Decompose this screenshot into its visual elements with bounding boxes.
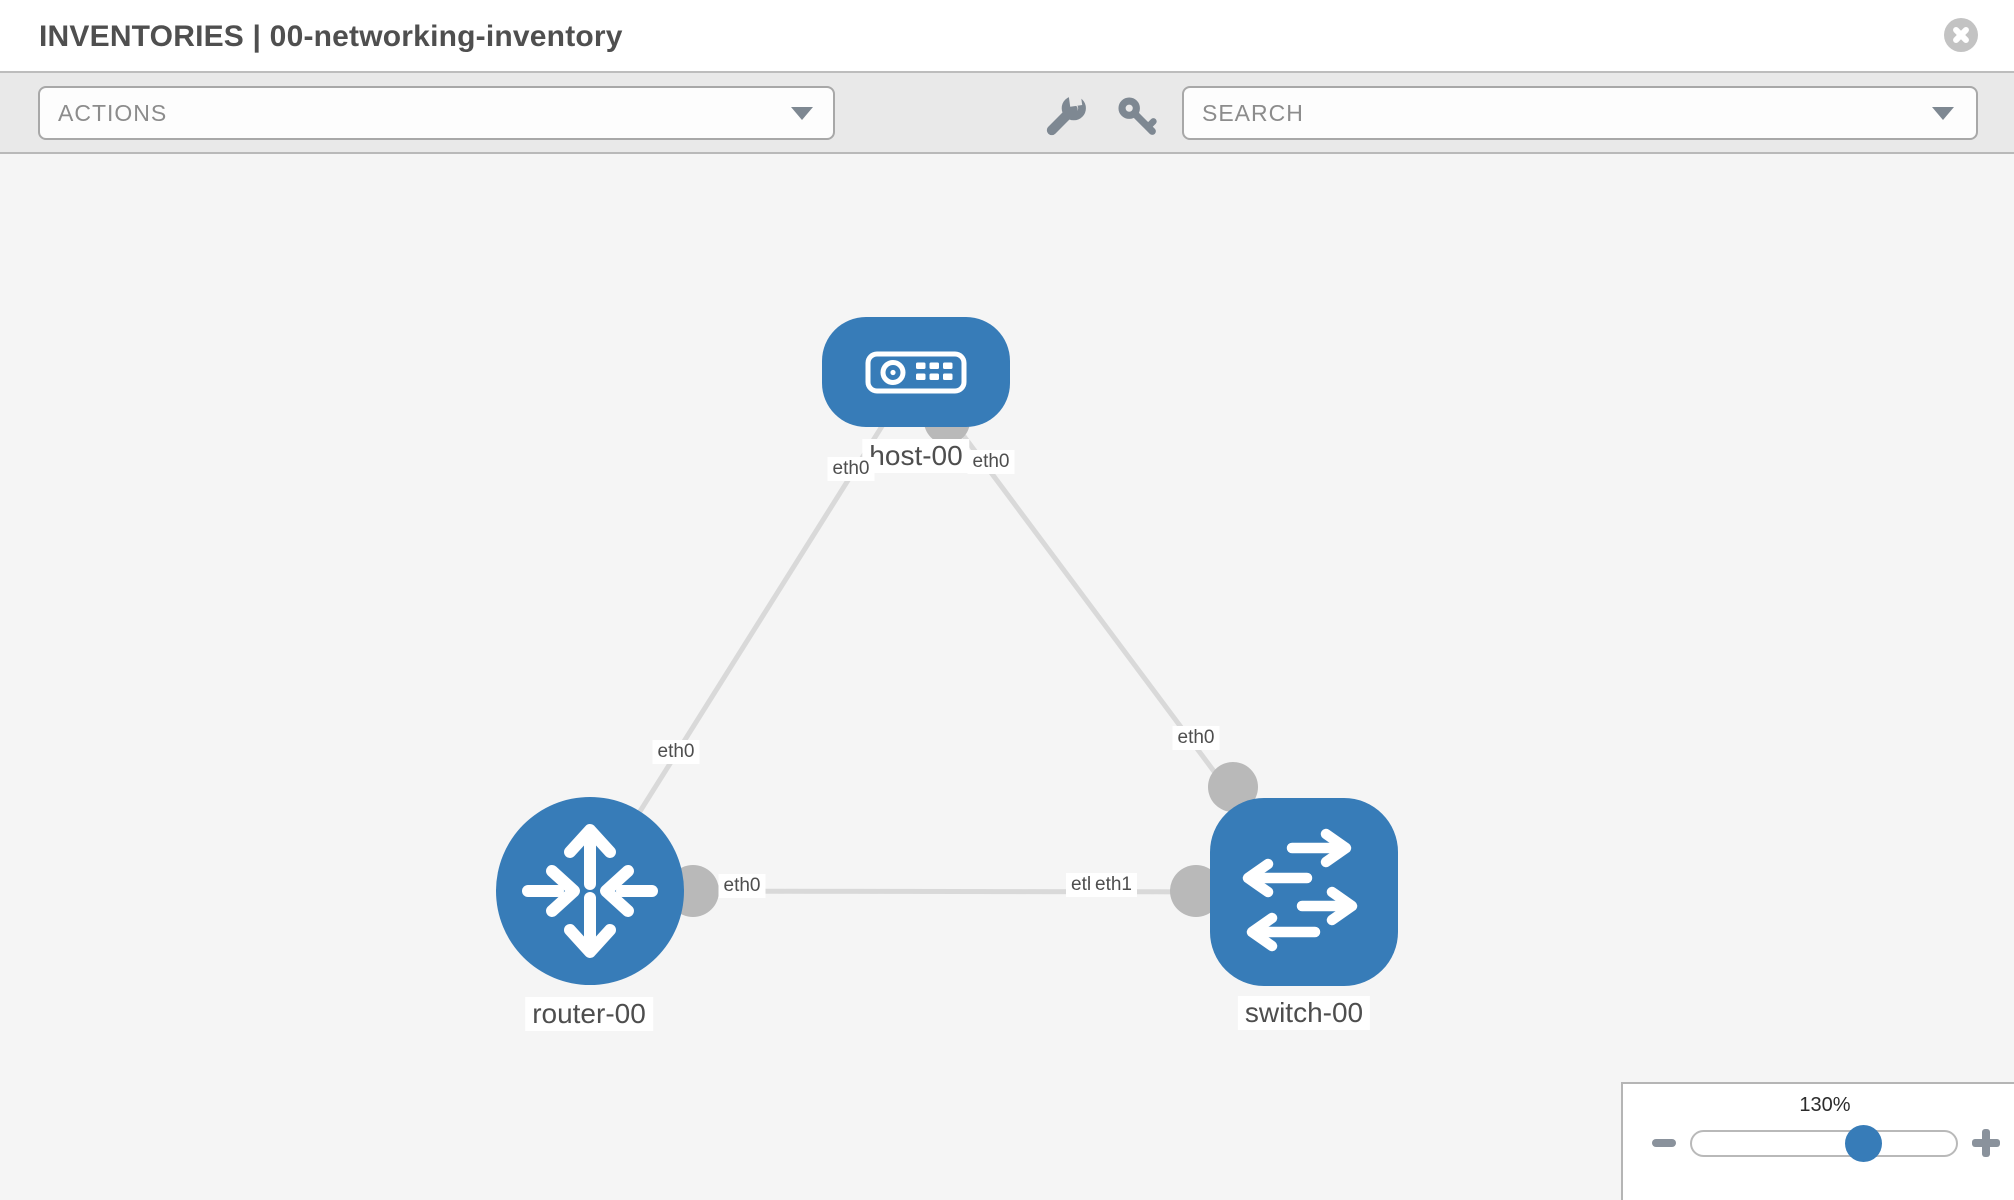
actions-dropdown[interactable]: ACTIONS <box>38 86 835 140</box>
iface-label-host-router-src: eth0 <box>827 457 875 481</box>
wrench-icon <box>1046 95 1086 136</box>
actions-dropdown-label: ACTIONS <box>58 100 168 126</box>
iface-label-router-switch-src: eth0 <box>718 874 766 898</box>
zoom-slider-handle[interactable] <box>1845 1125 1882 1162</box>
key-icon <box>1118 97 1157 135</box>
port-switch-eth0 <box>1208 762 1258 812</box>
chevron-down-icon <box>791 107 813 120</box>
iface-label-router-switch-tgt: eth1 <box>1090 873 1137 897</box>
iface-label-host-router-tgt: eth0 <box>652 740 700 764</box>
topology-svg <box>496 317 1398 986</box>
iface-label-host-switch-tgt: eth0 <box>1172 726 1220 750</box>
page-title: INVENTORIES | 00-networking-inventory <box>39 20 623 53</box>
node-label-host: host-00 <box>862 439 970 473</box>
key-button[interactable] <box>1116 95 1160 139</box>
wrench-button[interactable] <box>1043 95 1087 139</box>
node-host[interactable] <box>822 317 1010 427</box>
node-switch[interactable] <box>1210 798 1398 986</box>
node-label-router: router-00 <box>525 997 653 1031</box>
header: INVENTORIES | 00-networking-inventory <box>0 0 2014 71</box>
search-dropdown[interactable]: SEARCH <box>1182 86 1978 140</box>
close-button[interactable] <box>1944 18 1978 52</box>
chevron-down-icon <box>1932 107 1954 120</box>
search-dropdown-label: SEARCH <box>1202 100 1304 126</box>
zoom-in-button[interactable] <box>1972 1129 2000 1157</box>
topology-canvas[interactable] <box>0 154 2014 1200</box>
switch-icon <box>1242 828 1358 952</box>
node-router[interactable] <box>496 797 684 985</box>
router-icon <box>522 824 658 958</box>
plus-icon <box>1982 1129 1990 1157</box>
node-label-switch: switch-00 <box>1237 996 1371 1030</box>
iface-label-host-switch-src: eth0 <box>967 450 1015 474</box>
host-icon <box>865 351 967 394</box>
port-switch-eth1 <box>1170 865 1222 917</box>
zoom-level: 130% <box>1799 1094 1851 1116</box>
zoom-slider-track[interactable] <box>1690 1130 1958 1157</box>
zoom-out-button[interactable] <box>1652 1139 1676 1147</box>
